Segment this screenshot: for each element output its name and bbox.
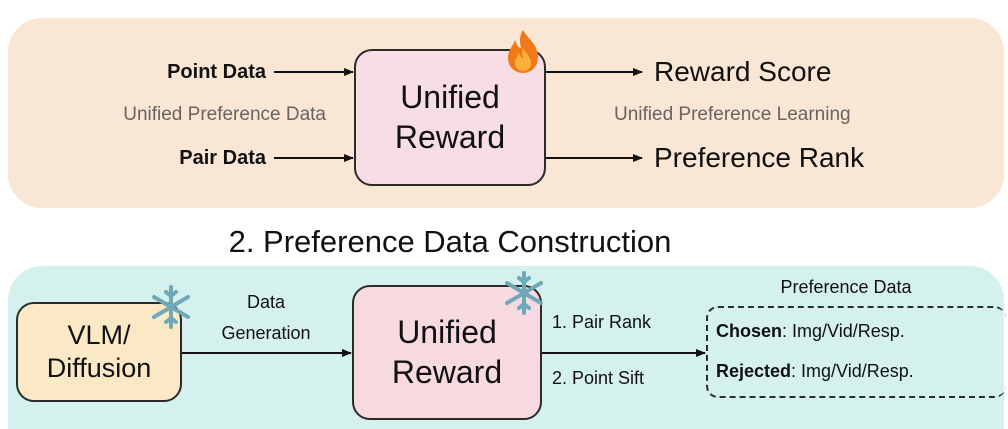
data-generation-text-2: Generation [221,323,311,344]
fire-icon [508,30,538,73]
point-sift-step: 2. Point Sift [552,366,702,392]
data-generation-label-line2: Generation [196,322,336,346]
preference-data-title-text: Preference Data [780,277,912,298]
reward-model-name-line2: Reward [394,118,506,155]
rejected-entry: Rejected: Img/Vid/Resp. [716,361,1006,382]
pair-data-label: Pair Data [60,144,266,172]
reward-model-name-line1: Unified [397,314,497,351]
section-title-text: 2. Preference Data Construction [228,223,672,259]
rejected-value: : Img/Vid/Resp. [791,361,914,382]
snowflake-icon [505,271,543,315]
reward-score-text: Reward Score [654,55,832,87]
preference-data-title: Preference Data [706,275,986,301]
pair-rank-step: 1. Pair Rank [552,310,702,336]
point-data-label: Point Data [60,58,266,86]
reward-model-name-line2: Reward [391,353,503,390]
unified-preference-learning-caption: Unified Preference Learning [614,101,974,129]
generator-name-line2: Diffusion [46,353,152,383]
preference-data-box: Chosen: Img/Vid/Resp. Rejected: Img/Vid/… [706,306,1006,398]
unified-preference-data-caption: Unified Preference Data [30,101,326,129]
point-sift-text: 2. Point Sift [552,368,645,389]
section-title: 2. Preference Data Construction [100,222,800,262]
data-generation-text-1: Data [246,292,286,313]
data-generation-label-line1: Data [196,291,336,315]
pair-data-text: Pair Data [179,147,266,169]
rejected-label: Rejected [716,361,792,382]
preference-rank-output: Preference Rank [654,140,974,176]
unified-reward-model-box: Unified Reward [354,49,546,186]
generator-name-line1: VLM/ [67,320,131,351]
chosen-entry: Chosen: Img/Vid/Resp. [716,321,1006,342]
unified-reward-model-box-frozen: Unified Reward [352,285,542,420]
chosen-value: : Img/Vid/Resp. [782,321,905,342]
preference-rank-text: Preference Rank [654,141,865,173]
point-data-text: Point Data [167,61,266,83]
reward-model-name-line1: Unified [400,79,500,116]
unified-preference-learning-text: Unified Preference Learning [614,103,851,125]
reward-score-output: Reward Score [654,54,974,90]
chosen-label: Chosen [716,321,783,342]
pair-rank-text: 1. Pair Rank [552,312,652,333]
vlm-diffusion-box: VLM/ Diffusion [16,302,182,402]
snowflake-icon [152,285,190,329]
unified-preference-data-text: Unified Preference Data [123,103,326,125]
